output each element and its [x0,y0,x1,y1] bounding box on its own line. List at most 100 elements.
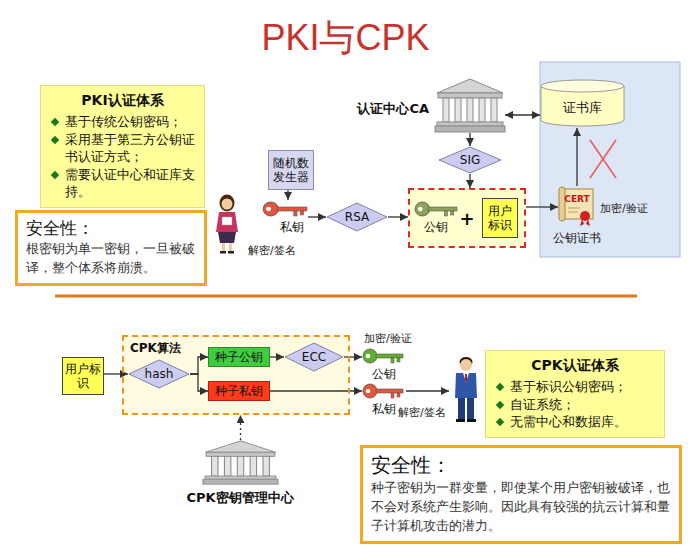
text-row: ECC [302,350,326,364]
key-tooth [397,393,400,397]
key-tooth [294,211,297,216]
connector [270,356,284,357]
group-fill [122,335,350,415]
node-text: 需要认证中心和证库支持。 [65,166,196,201]
suit [455,373,477,398]
column [263,456,269,476]
label-holder: 加密/验证 [364,331,412,346]
text-row: hash [145,367,174,381]
shape-outline [262,200,308,218]
process-box: 种子公钥 [208,347,270,367]
user-figure [216,195,238,254]
connector [469,174,470,188]
diamond-outline [439,147,501,173]
column [237,456,243,476]
scroll-roll [559,187,565,221]
note-label: 加密/验证 [600,201,648,216]
text-row: 安全性： [26,218,196,238]
key-bow [363,349,377,363]
leg [222,243,225,251]
skirt [218,232,236,243]
group-fill [408,188,526,248]
text-line [568,208,580,209]
label-holder: 公钥 [372,366,396,383]
key-icon: 私钥 [262,200,308,218]
key-icon: 公钥 [362,347,404,365]
connector [505,114,540,115]
key-hole [418,207,423,212]
seal [580,211,590,221]
connector [576,128,577,186]
column [443,98,449,122]
cylinder-top [541,80,624,92]
column [491,98,497,122]
hair [220,195,235,212]
face [460,359,472,371]
leader-arrow [406,390,449,391]
bullet-mark [51,118,59,126]
note-label: 解密/签名 [248,243,296,258]
bullet-mark [51,170,59,178]
leg [467,398,474,419]
cross-mark [590,140,616,178]
text-row: 根密钥为单一密钥，一旦被破译，整个体系将崩溃。 [26,240,196,278]
node-text: CPK认证体系 [494,357,656,375]
text-row: 用户标识 [65,362,101,391]
label-holder: 解密/签名 [398,405,446,420]
roof [205,441,276,452]
key-tooth [391,393,394,398]
beam [438,93,502,98]
bullet-mark [51,135,59,143]
column [455,98,461,122]
node-text: 公钥证书 [553,230,601,247]
node-text: 采用基于第三方公钥证书认证方式； [65,131,196,166]
base [205,476,276,479]
shape-outline [435,78,505,133]
jacket [216,212,238,232]
key-tooth [397,358,400,362]
text-row: 种子私钥 [215,383,263,400]
connector [308,216,326,217]
connector [190,374,208,391]
connector [469,133,470,146]
key-shaft [376,389,403,393]
key-tooth [300,211,303,215]
shape-outline [362,347,404,365]
node-text: 用户标识 [485,204,515,233]
node-text: 无需中心和数据库。 [510,413,656,431]
node-text: 私钥 [372,401,396,418]
base [203,479,278,484]
leg [458,398,465,419]
database-cylinder: 证书库 [540,78,625,128]
key-hole [366,389,371,394]
label-holder: 公钥证书 [553,230,601,247]
node-text: 证书库 [563,99,602,117]
security-note: 安全性：根密钥为单一密钥，一旦被破译，整个体系将崩溃。 [15,210,207,286]
face [222,199,233,210]
base [437,122,503,126]
connector [240,415,241,440]
security-note: 安全性：种子密钥为一群变量，即使某个用户密钥被破译，也不会对系统产生影响。因此具… [360,445,682,544]
shoe [220,251,226,254]
identity-box: 用户标识 [62,357,104,395]
base [435,126,505,132]
node-text: PKI认证体系 [49,92,196,110]
node-text: SIG [460,153,480,167]
node-text: ECC [302,350,326,364]
repository-panel [540,62,680,257]
key-shaft [277,207,307,211]
text-row: 种子公钥 [215,349,263,366]
node-text: RSA [345,210,369,224]
decision-diamond: RSA [326,202,388,232]
node-text: 种子私钥 [215,383,263,400]
text-row: RSA [345,210,369,224]
group-box: +公钥用户标识 [408,188,526,248]
group-box: CPK算法hash种子公钥种子私钥ECC [122,335,350,415]
note-label: 解密/签名 [398,405,446,420]
label-holder: CPK密钥管理中心 [186,489,293,507]
cross-mark [590,140,616,178]
node-text: CERT [564,194,589,204]
key-icon: 私钥 [362,382,404,400]
decision-diamond: hash [128,359,190,389]
node-text: 私钥 [280,219,304,236]
